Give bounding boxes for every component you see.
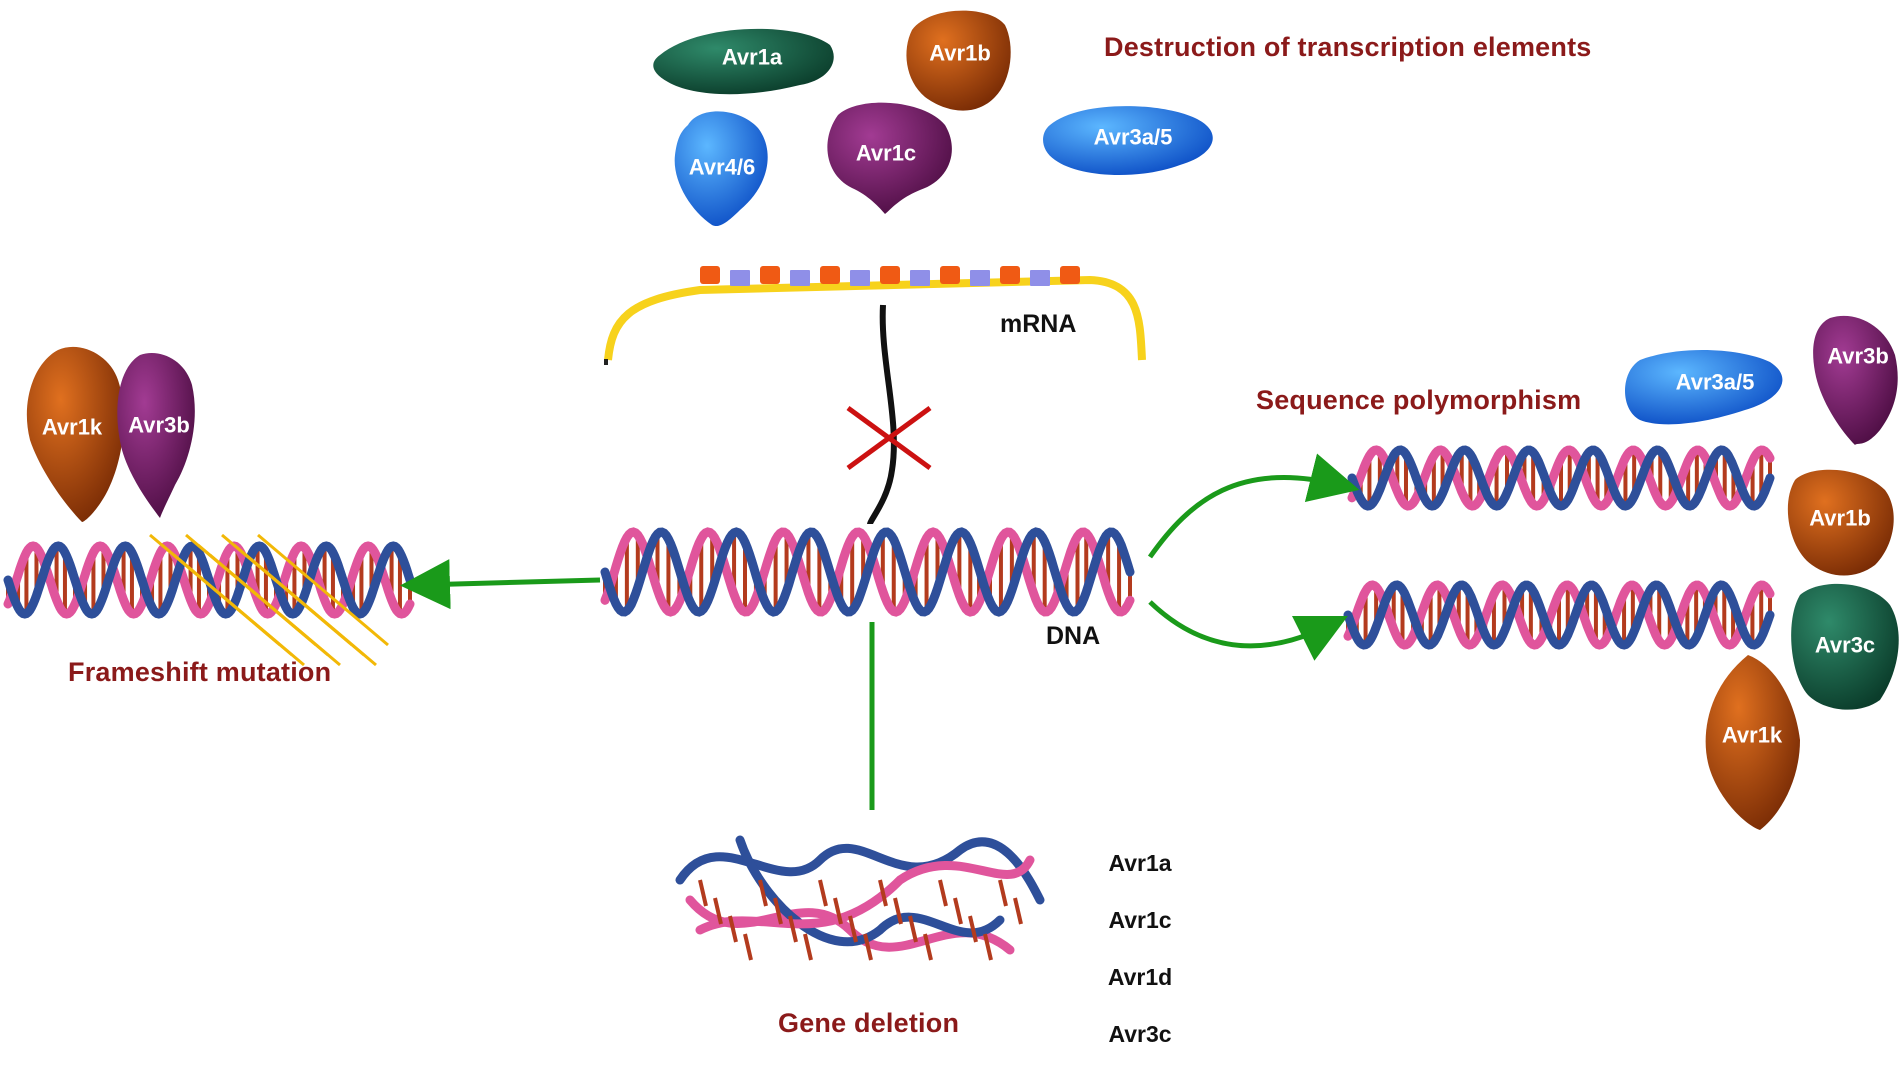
protein-label: Avr1c (856, 141, 916, 166)
label-dna: DNA (1046, 622, 1101, 650)
protein-label: Avr1b (929, 41, 991, 66)
protein-label: Avr3c (1815, 633, 1875, 658)
base-pair (818, 879, 828, 907)
deleted-gene-item: Avr1a (1108, 850, 1172, 876)
base-pair (773, 897, 783, 925)
protein-label: Avr1b (1809, 506, 1871, 531)
protein-avr1c-top: Avr1c (827, 102, 952, 214)
protein-label: Avr4/6 (689, 155, 755, 180)
protein-avr1b-top: Avr1b (906, 10, 1011, 111)
mrna-base-lavender (790, 270, 810, 286)
deleted-gene-item: Avr1c (1108, 907, 1172, 933)
base-pair (968, 915, 978, 943)
mrna-strand (604, 266, 1146, 365)
mrna-base-lavender (850, 270, 870, 286)
mrna-base-lavender (970, 270, 990, 286)
mrna-base-orange (1000, 266, 1020, 284)
blocked-transcription-line (867, 304, 897, 525)
protein-avr3a-5-top: Avr3a/5 (1043, 106, 1213, 176)
title-destruction: Destruction of transcription elements (1104, 32, 1592, 62)
burst-ray (257, 533, 389, 647)
title-sequence-polymorphism: Sequence polymorphism (1256, 385, 1582, 415)
base-pair (878, 879, 888, 907)
central-dna-helix (600, 527, 1135, 617)
frameshift-dna-helix (3, 541, 415, 619)
deleted-gene-item: Avr3c (1108, 1021, 1172, 1047)
polymorphism-dna-helix-bottom (1343, 580, 1775, 650)
base-pair (1013, 897, 1023, 925)
mrna-base-orange (820, 266, 840, 284)
arrow-to-polymorphism-top (1147, 453, 1360, 559)
base-pair (908, 915, 918, 943)
burst-ray (173, 553, 305, 667)
title-gene-deletion: Gene deletion (778, 1008, 960, 1038)
polymorphism-dna-helix-top (1347, 445, 1775, 511)
protein-avr1b-right: Avr1b (1787, 469, 1894, 576)
mrna-base-lavender (730, 270, 750, 286)
base-pair (758, 879, 768, 907)
diagram-canvas: Avr1a Avr1b Avr4/6 Avr1c Avr3a/5 Avr1k A… (3, 10, 1899, 961)
dna-strand-blue (675, 837, 1045, 905)
frameshift-burst-icon (149, 533, 389, 667)
protein-label: Avr3a/5 (1094, 125, 1173, 150)
arrow-to-polymorphism-bottom (1148, 600, 1348, 661)
base-pair (698, 879, 708, 907)
mrna-base-orange (1060, 266, 1080, 284)
dna-strand-blue (600, 527, 1135, 617)
cross-mark-icon (846, 405, 932, 471)
dna-strand-pink (3, 541, 415, 619)
mrna-base-orange (880, 266, 900, 284)
base-pair (728, 915, 738, 943)
base-pair (713, 897, 723, 925)
base-pair (938, 879, 948, 907)
deleted-gene-item: Avr1d (1107, 964, 1173, 990)
label-mrna: mRNA (1000, 310, 1077, 338)
arrow-to-frameshift (400, 559, 601, 610)
mrna-base-orange (760, 266, 780, 284)
burst-ray (209, 553, 341, 667)
protein-avr3b-right: Avr3b (1813, 315, 1898, 445)
base-pair (923, 933, 933, 961)
burst-ray (245, 553, 377, 667)
title-frameshift-mutation: Frameshift mutation (68, 657, 332, 687)
protein-label: Avr3a/5 (1676, 370, 1755, 395)
protein-avr4-6-top: Avr4/6 (674, 111, 768, 227)
dna-strand-blue (3, 541, 415, 619)
base-pair (848, 915, 858, 943)
protein-avr3c-right: Avr3c (1791, 583, 1899, 710)
dna-strand-pink (695, 855, 1035, 935)
mrna-base-lavender (910, 270, 930, 286)
base-pair (788, 915, 798, 943)
base-pair (893, 897, 903, 925)
base-pair (863, 933, 873, 961)
mrna-base-orange (700, 266, 720, 284)
base-pair (743, 933, 753, 961)
base-pair (983, 933, 993, 961)
dna-strand-blue (1347, 445, 1775, 511)
base-pair (998, 879, 1008, 907)
protein-label: Avr1a (722, 45, 783, 70)
protein-avr1a-top: Avr1a (653, 28, 834, 95)
protein-label: Avr1k (42, 415, 103, 440)
dna-strand-blue (1343, 580, 1775, 650)
deleted-gene-list: Avr1a Avr1c Avr1d Avr3c (1080, 850, 1200, 1078)
base-pair (833, 897, 843, 925)
protein-avr3b-left: Avr3b (117, 353, 195, 518)
dna-strand-pink (600, 527, 1135, 617)
base-pair (953, 897, 963, 925)
base-pair (803, 933, 813, 961)
protein-avr1k-right: Avr1k (1705, 655, 1800, 830)
protein-label: Avr1k (1722, 723, 1783, 748)
deleted-dna-tangle (675, 835, 1045, 961)
protein-avr3a-5-right: Avr3a/5 (1625, 350, 1783, 425)
protein-label: Avr3b (1827, 344, 1889, 369)
dna-strand-blue (735, 835, 1005, 947)
mrna-base-lavender (1030, 270, 1050, 286)
mrna-bases (700, 266, 1080, 286)
mrna-base-orange (940, 266, 960, 284)
protein-label: Avr3b (128, 413, 190, 438)
protein-avr1k-left: Avr1k (26, 346, 124, 522)
